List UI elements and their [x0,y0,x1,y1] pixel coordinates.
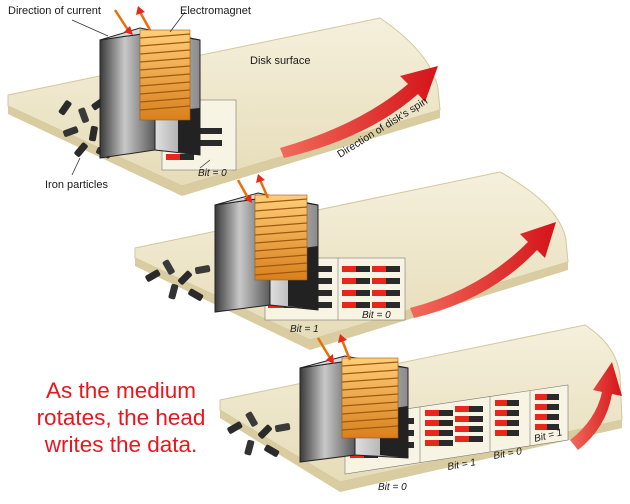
bit-label: Bit = 0 [378,482,407,493]
bit-field-2 [264,257,406,321]
bit-label: Bit = 0 [493,446,524,462]
caption-line: writes the data. [44,432,198,457]
panel-2 [134,171,569,350]
label-disk-surface: Disk surface [250,55,311,67]
iron-particles-2 [145,259,211,301]
current-arrows-3 [316,334,352,364]
coil-1 [139,29,191,121]
label-electromagnet: Electromagnet [180,5,251,17]
caption-line: rotates, the head [36,405,206,430]
electromagnet-head-3 [299,334,409,463]
iron-particles-3 [227,411,291,457]
bit-label: Bit = 0 [362,310,391,321]
current-arrows-1 [113,6,152,35]
panel-1 [7,6,441,196]
spin-arrow-3 [570,362,622,450]
caption: As the medium rotates, the head writes t… [16,377,226,458]
label-direction-of-current: Direction of current [8,5,101,17]
bit-label: Bit = 1 [290,324,319,335]
panel-3 [219,324,623,492]
coil-3 [341,357,399,439]
bit-label: Bit = 0 [198,168,227,179]
spin-arrow-2 [410,222,556,318]
electromagnet-head-2 [214,174,319,313]
label-iron-particles: Iron particles [45,179,108,191]
coil-2 [254,194,308,281]
current-arrows-2 [236,174,270,203]
electromagnet-head-1 [99,6,201,159]
spin-arrow-1 [280,66,438,158]
caption-line: As the medium [45,378,197,403]
bit-label: Bit = 1 [447,457,477,473]
